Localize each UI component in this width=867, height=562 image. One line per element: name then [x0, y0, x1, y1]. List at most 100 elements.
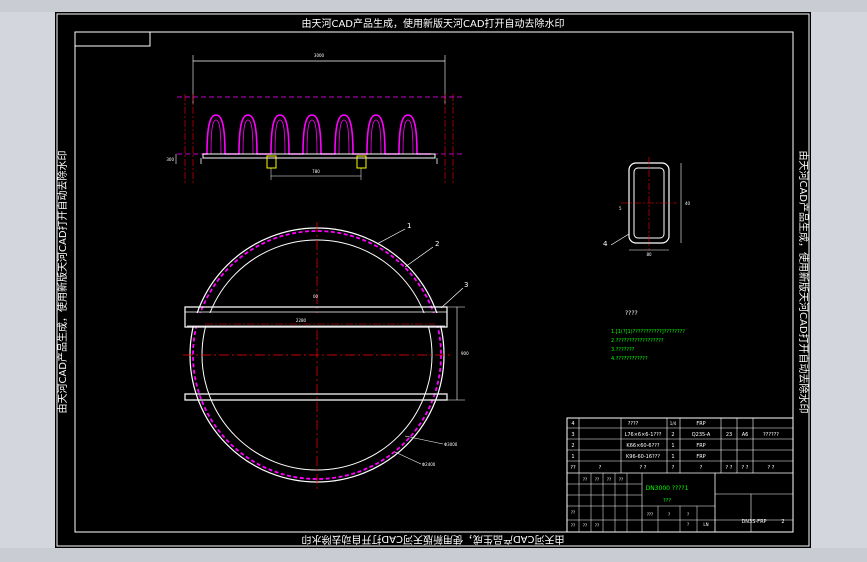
ring-leader-line [394, 451, 422, 465]
section-detail: 80 40 5 4 [603, 157, 691, 257]
title-main: DN3000 ????1 [646, 485, 689, 492]
corrugated-profile-inner [210, 119, 414, 155]
overall-dim-text: 3000 [314, 53, 325, 58]
drawing-svg: 由天河CAD产品生成，使用新版天河CAD打开自动去除水印 由天河CAD产品生成，… [56, 13, 810, 547]
bom-cell: FRP [696, 454, 705, 460]
support-leg-right [356, 155, 367, 169]
block-label: ?? [595, 477, 599, 482]
base-plate [202, 153, 436, 159]
bom-header-cell: ? [700, 465, 703, 471]
drawing-canvas[interactable]: 由天河CAD产品生成，使用新版天河CAD打开自动去除水印 由天河CAD产品生成，… [55, 12, 811, 548]
block-label: ?? [595, 523, 599, 528]
watermark-right: 由天河CAD产品生成，使用新版天河CAD打开自动去除水印 [797, 150, 810, 413]
ring-label: Φ2400 [422, 462, 436, 467]
watermark-top: 由天河CAD产品生成，使用新版天河CAD打开自动去除水印 [301, 17, 564, 30]
bom-header-cell: ? [672, 465, 675, 471]
bom-row-1: 4 ???? 1/4 FRP [571, 421, 705, 427]
bom-cell: K66×60-6??? [626, 443, 659, 449]
bom-cell: 1/4 [670, 421, 677, 426]
sign-cell: LN [703, 522, 708, 527]
title-block: 4 ???? 1/4 FRP 3 L76×6×6-1??? 2 Q235-A 2… [566, 417, 794, 533]
sign-cell: ? [687, 522, 689, 527]
bom-cell: Q235-A [692, 432, 711, 438]
section-inner-dim: 5 [619, 206, 622, 211]
watermark-bottom: 由天河CAD产品生成，使用新版天河CAD打开自动去除水印 [301, 533, 564, 546]
bottom-dim-text: 780 [312, 169, 320, 174]
bom-row-3: 2 K66×60-6??? 1 FRP [571, 443, 705, 449]
sign-cell: ? [668, 512, 670, 517]
note-line-3: 3.??????? [611, 347, 635, 353]
block-label: ?? [619, 477, 623, 482]
sheet-number: 2 [781, 519, 784, 525]
leader-1: 1 [407, 222, 411, 230]
bom-cell: 2 [671, 432, 674, 438]
section-width-dim: 80 [646, 252, 652, 257]
diameter-leader-line [404, 435, 444, 445]
beam-lower [184, 393, 448, 401]
bom-cell: ???? [628, 421, 639, 427]
block-label: ?? [571, 510, 575, 515]
leader-3-line [440, 287, 464, 309]
bom-cell: ?????? [763, 432, 779, 438]
bom-cell: 1 [571, 454, 574, 460]
section-height-dim: 40 [685, 201, 691, 206]
center-label: 00 [313, 294, 319, 299]
leader-2-line [404, 246, 434, 268]
leader-1-line [376, 228, 406, 245]
beam-upper [184, 306, 448, 328]
bom-header-row: ?? ? ? ? ? ? ? ? ? ? ? ? [570, 465, 774, 471]
technical-notes: ???? 1.[1(?[1)???????????]???????? 2.???… [611, 310, 685, 362]
bom-cell: 1 [671, 454, 674, 460]
support-leg-left [266, 155, 277, 169]
bom-header-cell: ? ? [726, 465, 733, 471]
notes-heading: ???? [625, 310, 638, 317]
section-leader-number: 4 [603, 240, 608, 248]
bom-cell: 3 [571, 432, 574, 438]
bom-cell: 2 [571, 443, 574, 449]
sign-cell: ? [687, 512, 689, 517]
bom-cell: A6 [742, 432, 749, 438]
bom-cell: FRP [696, 443, 705, 449]
note-line-2: 2.?????????????????? [611, 338, 664, 344]
top-view: 3000 3 [166, 53, 463, 184]
bom-row-2: 3 L76×6×6-1??? 2 Q235-A 23 A6 ?????? [571, 432, 779, 438]
bom-cell: 1 [671, 443, 674, 449]
bom-header-cell: ? [599, 465, 602, 471]
plan-view: 2280 900 00 1 2 3 Φ3000 Φ2400 [183, 222, 469, 490]
bom-header-cell: ? ? [640, 465, 647, 471]
bom-cell: FRP [696, 421, 705, 427]
bom-row-4: 1 K96-60-16??? 1 FRP [571, 454, 705, 460]
bom-header-cell: ? ? [742, 465, 749, 471]
bom-header-cell: ?? [570, 465, 576, 471]
beam-dim-text: 2280 [296, 318, 307, 323]
viewport-bottom-margin [0, 548, 867, 562]
drawing-number: DN3S-FRP [741, 519, 766, 525]
left-height-dim: 300 [166, 157, 174, 162]
watermark-left: 由天河CAD产品生成，使用新版天河CAD打开自动去除水印 [56, 150, 69, 413]
corner-tag-box [75, 32, 151, 47]
note-line-1: 1.[1(?[1)???????????]???????? [611, 329, 685, 335]
block-label: ?? [607, 477, 611, 482]
outer-frame [56, 13, 810, 547]
note-line-4: 4.???????????? [611, 356, 648, 362]
bom-cell: L76×6×6-1??? [625, 432, 662, 438]
diameter-label: Φ3000 [444, 442, 458, 447]
bom-header-cell: ? ? [768, 465, 775, 471]
corrugated-profile [202, 114, 431, 155]
bom-cell: 4 [571, 421, 574, 427]
beam-upper-fill [186, 313, 446, 326]
block-label: ?? [583, 477, 587, 482]
section-leader-line [610, 233, 630, 246]
bom-cell: 23 [726, 432, 732, 438]
span-dim-text: 900 [461, 351, 469, 356]
viewport-top-margin [0, 0, 867, 12]
leader-2: 2 [435, 240, 439, 248]
title-sub: ??? [663, 498, 671, 504]
block-label: ?? [571, 523, 575, 528]
leader-3: 3 [464, 281, 468, 289]
bom-cell: K96-60-16??? [626, 454, 660, 460]
block-label: ?? [583, 523, 587, 528]
sign-cell: ??? [647, 512, 653, 517]
inner-frame [74, 31, 794, 533]
